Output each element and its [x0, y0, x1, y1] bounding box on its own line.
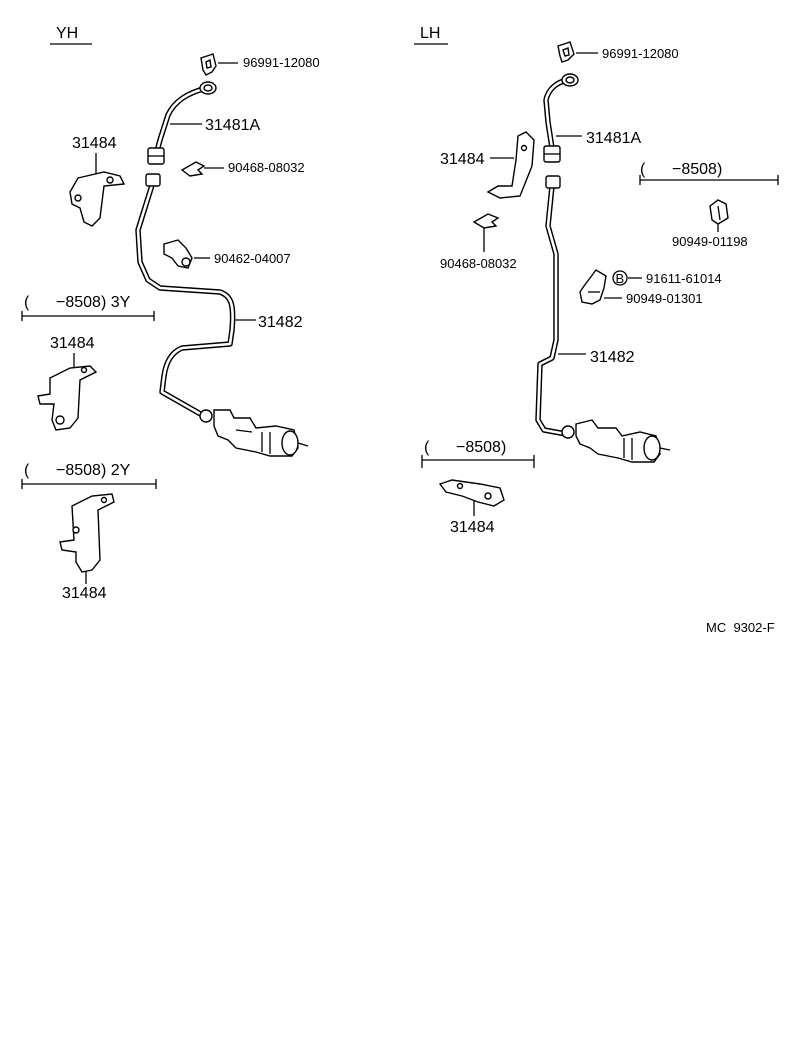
yh-variant-3y-bracket-line: [21, 311, 155, 321]
yh-label-hose: 31481A: [205, 117, 260, 134]
lh-slave-cylinder-part: [561, 419, 671, 463]
yh-tube-part: [135, 173, 236, 419]
yh-label-bracket-main: 31484: [72, 135, 117, 152]
lh-section: LH 96991-12080 31481A 31484: [414, 25, 779, 536]
yh-label-tube: 31482: [258, 314, 303, 331]
lh-label-clip-top: 96991-12080: [602, 46, 679, 61]
lh-hose-part: [543, 73, 579, 163]
yh-clip-mid-part: [180, 161, 206, 177]
yh-bracket-2y-part: [59, 493, 115, 573]
lh-clamp-bracket-part: [579, 269, 607, 305]
lh-label-clamp-bracket: 90949-01301: [626, 291, 703, 306]
lh-bracket-var-part: [438, 479, 505, 507]
lh-label-hose: 31481A: [586, 130, 641, 147]
yh-bracket-3y-part: [37, 365, 98, 431]
lh-bolt-marker: B: [616, 271, 625, 286]
yh-bracket-main-part: [69, 171, 126, 227]
lh-variant-bracket: ( −8508): [424, 439, 506, 456]
lh-variant-clamp: ( −8508): [640, 161, 722, 178]
yh-section: YH 96991-12080 31481A 90468-08032: [21, 25, 320, 602]
yh-variant-2y: ( −8508) 2Y: [24, 462, 131, 479]
yh-label-bracket-clamp: 90462-04007: [214, 251, 291, 266]
lh-label-bolt: 91611-61014: [646, 271, 722, 286]
yh-variant-2y-bracket-line: [21, 479, 157, 489]
lh-variant-clamp-bracket-line: [639, 175, 779, 185]
lh-label-bracket-var: 31484: [450, 519, 495, 536]
lh-label-tube: 31482: [590, 349, 635, 366]
lh-clip-mid-part: [472, 213, 500, 229]
yh-hose-part: [147, 81, 217, 165]
yh-clip-top-part: [200, 53, 217, 76]
yh-label-bracket-2y: 31484: [62, 585, 107, 602]
lh-variant-bracket-line: [421, 455, 535, 468]
footer-code: MC 9302-F: [706, 620, 775, 635]
yh-label-clip-mid: 90468-08032: [228, 160, 305, 175]
lh-clamp-small-part: [709, 199, 729, 225]
lh-tube-part: [535, 175, 569, 437]
lh-label-clip-mid: 90468-08032: [440, 256, 517, 271]
lh-title: LH: [420, 25, 440, 42]
lh-bolt-marker-circle: [612, 270, 628, 286]
yh-slave-cylinder-part: [199, 409, 309, 457]
lh-label-bracket-main: 31484: [440, 151, 485, 168]
yh-variant-3y: ( −8508) 3Y: [24, 294, 131, 311]
yh-title: YH: [56, 25, 78, 42]
yh-label-clip-top: 96991-12080: [243, 55, 320, 70]
yh-bracket-clamp-part: [163, 239, 193, 269]
lh-label-clamp-small: 90949-01198: [672, 234, 748, 249]
lh-clip-top-part: [557, 41, 575, 63]
lh-bracket-main-part: [486, 131, 535, 199]
yh-label-bracket-3y: 31484: [50, 335, 95, 352]
